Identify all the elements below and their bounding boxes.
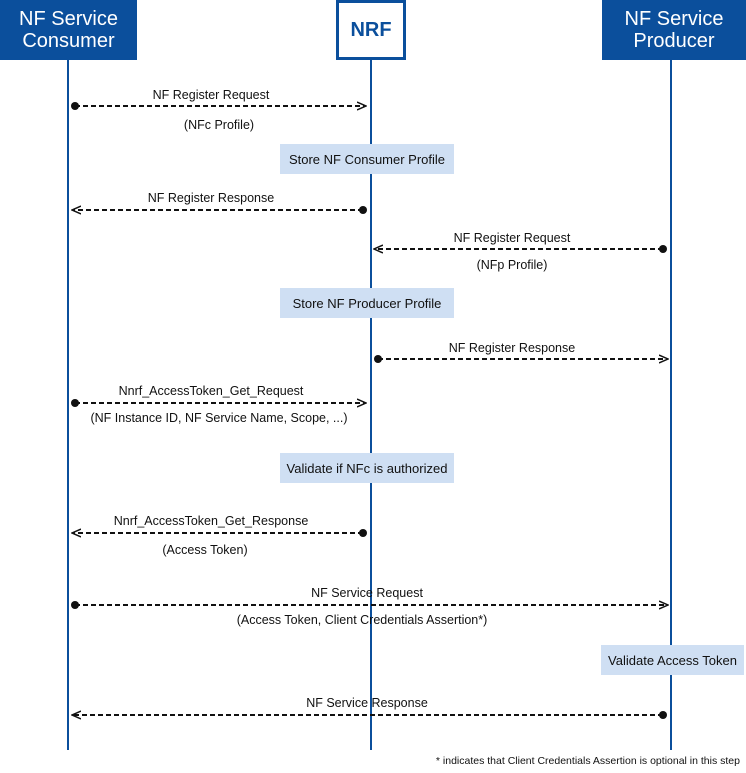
- message-label-m8: NF Service Response: [306, 696, 428, 710]
- message-sub-m5: (NF Instance ID, NF Service Name, Scope,…: [90, 411, 348, 425]
- footnote: * indicates that Client Credentials Asse…: [435, 755, 740, 767]
- actor-nf-service-producer: NF Service Producer: [602, 0, 746, 60]
- message-sub-m7: (Access Token, Client Credentials Assert…: [236, 613, 488, 627]
- lifeline-consumer: [67, 60, 69, 750]
- arrow-m2: [73, 206, 367, 214]
- note-store-consumer-profile: Store NF Consumer Profile: [280, 144, 454, 174]
- note-store-producer-profile: Store NF Producer Profile: [280, 288, 454, 318]
- arrow-m1: [71, 102, 365, 110]
- message-label-m4: NF Register Response: [448, 341, 576, 355]
- message-label-m3: NF Register Request: [453, 231, 571, 245]
- arrow-m5: [71, 399, 365, 407]
- message-sub-m6: (Access Token): [162, 543, 248, 557]
- message-label-m6: Nnrf_AccessToken_Get_Response: [113, 514, 309, 528]
- lifeline-producer: [670, 60, 672, 750]
- message-label-m1: NF Register Request: [152, 88, 270, 102]
- message-sub-m3: (NFp Profile): [476, 258, 548, 272]
- message-label-m2: NF Register Response: [147, 191, 275, 205]
- arrow-m8: [73, 711, 667, 719]
- lifeline-nrf: [370, 60, 372, 750]
- message-label-m7: NF Service Request: [311, 586, 423, 600]
- actor-nrf: NRF: [336, 0, 406, 60]
- note-validate-nfc-authorized: Validate if NFc is authorized: [280, 453, 454, 483]
- arrow-m7: [71, 601, 667, 609]
- arrow-m6: [73, 529, 367, 537]
- message-label-m5: Nnrf_AccessToken_Get_Request: [118, 384, 304, 398]
- message-sub-m1: (NFc Profile): [183, 118, 255, 132]
- actor-nf-service-consumer: NF Service Consumer: [0, 0, 137, 60]
- arrow-m4: [374, 355, 667, 363]
- note-validate-access-token: Validate Access Token: [601, 645, 744, 675]
- arrow-m3: [375, 245, 667, 253]
